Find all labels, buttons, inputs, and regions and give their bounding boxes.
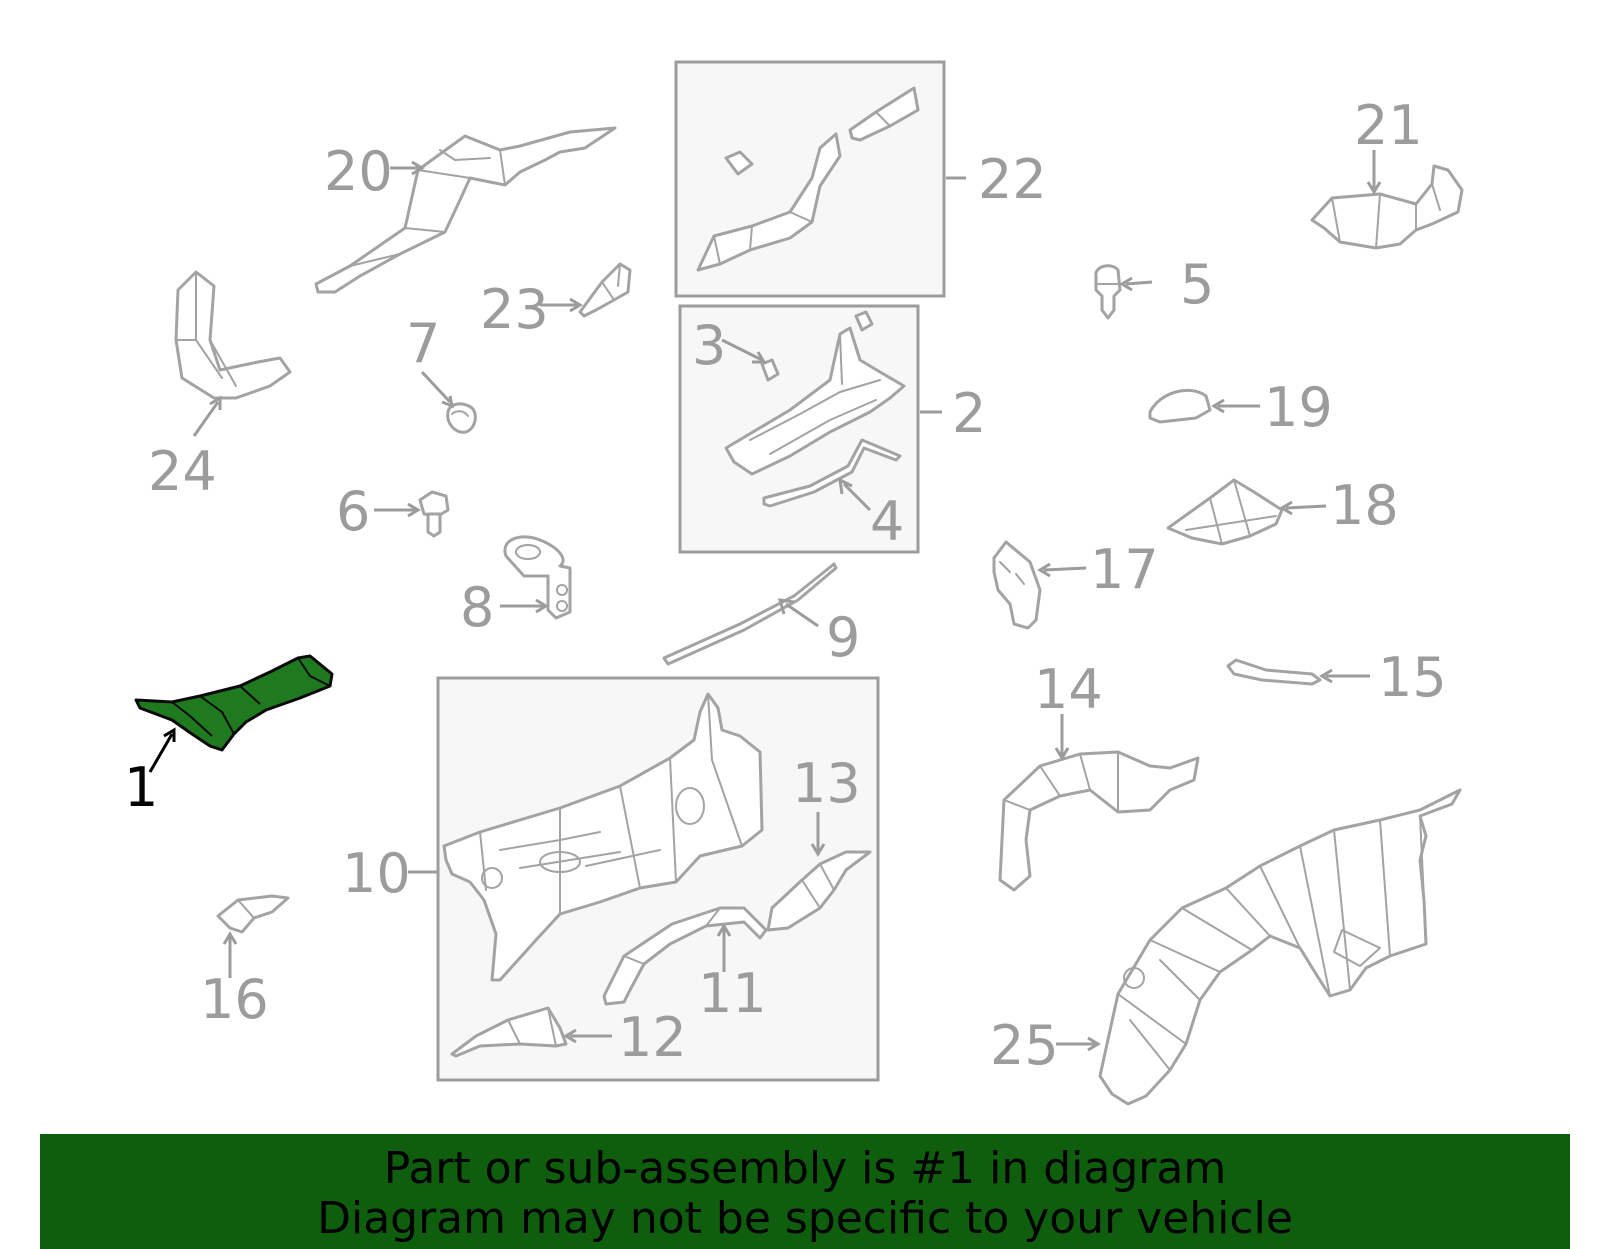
callout-23[interactable]: 23	[480, 278, 549, 341]
part-1-highlighted[interactable]	[134, 654, 334, 752]
callout-25[interactable]: 25	[990, 1014, 1059, 1077]
part-16[interactable]	[216, 894, 290, 934]
part-19[interactable]	[1148, 388, 1212, 424]
callout-2[interactable]: 2	[952, 382, 986, 445]
part-7[interactable]	[446, 402, 477, 434]
callout-10[interactable]: 10	[342, 842, 411, 905]
part-4[interactable]	[762, 438, 902, 508]
callout-1[interactable]: 1	[124, 756, 158, 819]
callout-16[interactable]: 16	[200, 968, 269, 1031]
banner-line-2: Diagram may not be specific to your vehi…	[317, 1193, 1293, 1244]
part-9[interactable]	[662, 562, 838, 666]
leader-lines	[148, 150, 1382, 1052]
part-24[interactable]	[174, 270, 292, 400]
callout-15[interactable]: 15	[1378, 646, 1447, 709]
part-18[interactable]	[1166, 478, 1284, 546]
part-13[interactable]	[766, 850, 872, 932]
part-3[interactable]	[760, 358, 780, 382]
callout-13[interactable]: 13	[792, 752, 861, 815]
part-20[interactable]	[314, 126, 617, 294]
part-15[interactable]	[1226, 658, 1322, 686]
callout-21[interactable]: 21	[1354, 94, 1423, 157]
callout-24[interactable]: 24	[148, 440, 217, 503]
part-2[interactable]	[724, 326, 906, 476]
callout-5[interactable]: 5	[1180, 253, 1214, 316]
callout-22[interactable]: 22	[978, 148, 1047, 211]
callout-4[interactable]: 4	[870, 490, 904, 553]
callout-7[interactable]: 7	[406, 312, 440, 375]
part-17[interactable]	[992, 540, 1042, 630]
part-5[interactable]	[1094, 264, 1122, 320]
callout-18[interactable]: 18	[1330, 474, 1399, 537]
callout-9[interactable]: 9	[826, 606, 860, 669]
callout-3[interactable]: 3	[692, 314, 726, 377]
callout-14[interactable]: 14	[1034, 658, 1103, 721]
callout-11[interactable]: 11	[698, 962, 767, 1025]
callout-20[interactable]: 20	[324, 140, 393, 203]
part-25[interactable]	[1098, 788, 1462, 1106]
part-2-clip	[854, 310, 874, 332]
callout-19[interactable]: 19	[1264, 376, 1333, 439]
callout-12[interactable]: 12	[618, 1006, 687, 1069]
part-14[interactable]	[998, 750, 1200, 892]
callout-17[interactable]: 17	[1090, 538, 1159, 601]
callout-numbers: 20 21 22 23 5 7 3 2 19 24 4 6 18 17 8 9 …	[124, 94, 1447, 1077]
callout-8[interactable]: 8	[460, 576, 494, 639]
part-22[interactable]	[696, 86, 920, 272]
part-10[interactable]	[442, 692, 764, 982]
callout-6[interactable]: 6	[336, 480, 370, 543]
part-8[interactable]	[503, 535, 572, 620]
part-6[interactable]	[418, 490, 450, 538]
part-23[interactable]	[578, 262, 632, 318]
info-banner: Part or sub-assembly is #1 in diagram Di…	[40, 1134, 1570, 1249]
banner-line-1: Part or sub-assembly is #1 in diagram	[383, 1143, 1227, 1194]
part-12[interactable]	[450, 1006, 568, 1058]
part-11[interactable]	[602, 906, 768, 1006]
part-21[interactable]	[1310, 164, 1464, 250]
